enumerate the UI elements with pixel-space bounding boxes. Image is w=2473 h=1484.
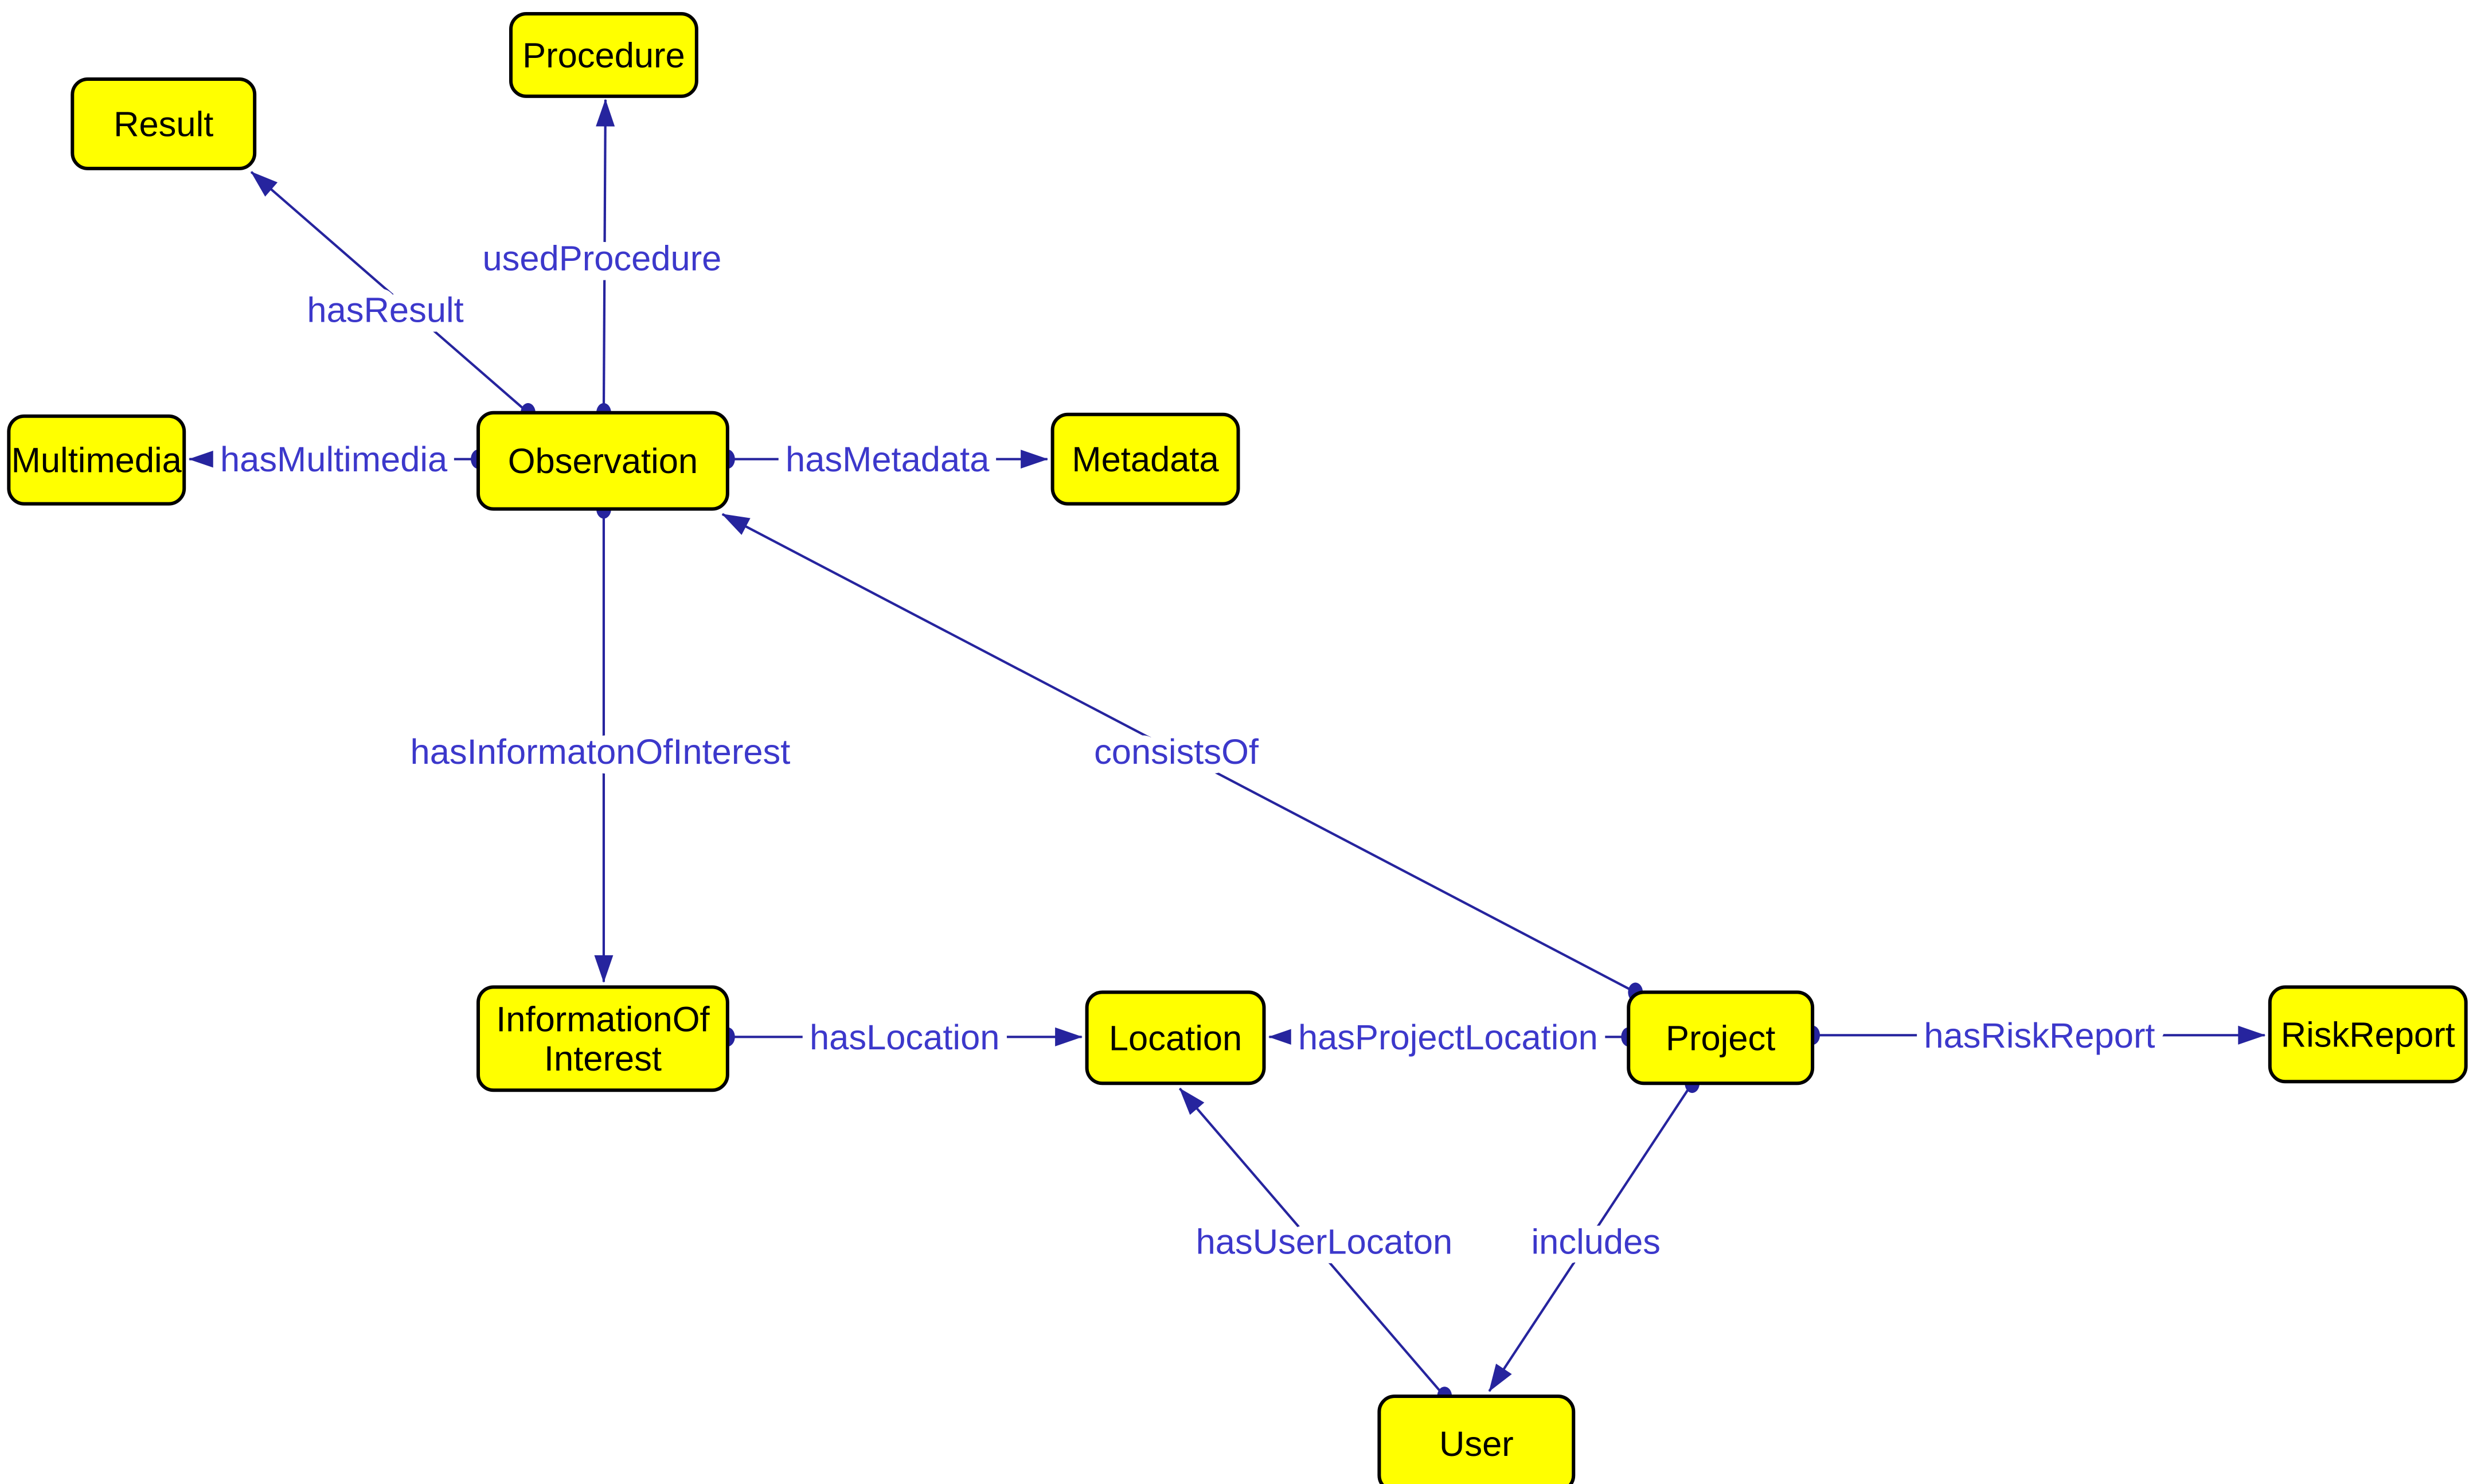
edge-label-has-informaton-of-interest: hasInformatonOfInterest [411,732,791,772]
node-procedure: Procedure [509,11,698,98]
node-observation: Observation [476,411,729,511]
edge-has-metadata: hasMetadata [720,431,1049,489]
edge-label-used-procedure: usedProcedure [482,239,721,278]
node-label-risk-report: RiskReport [2281,1015,2455,1055]
node-box-metadata [1050,412,1240,506]
node-risk-report: RiskReport [2268,985,2468,1084]
node-box-multimedia [7,414,186,506]
node-box-information-of-interest [476,985,729,1092]
node-label-location: Location [1109,1018,1242,1058]
edge-has-result: hasResult [250,171,536,423]
node-label-procedure: Procedure [522,36,685,75]
edge-has-multimedia: hasMultimedia [188,431,486,489]
edge-label-has-risk-report: hasRiskReport [1924,1016,2155,1056]
edge-line-used-procedure [596,99,615,413]
node-metadata: Metadata [1050,412,1240,506]
node-box-location [1085,990,1266,1085]
node-label-multimedia: Multimedia [11,441,182,481]
node-label-observation: Observation [508,442,698,481]
edge-label-consists-of: consistsOf [1094,732,1259,772]
edge-includes: includes [1488,1073,1700,1392]
node-box-result [71,77,257,170]
edge-consists-of: consistsOf [721,513,1643,1002]
edge-has-user-locaton: hasUserLocaton [1178,1087,1462,1406]
edge-label-has-user-locaton: hasUserLocaton [1196,1223,1453,1262]
edge-line-has-result [250,171,529,414]
node-box-project [1627,990,1815,1085]
edge-label-has-metadata: hasMetadata [786,440,990,479]
node-location: Location [1085,990,1266,1085]
edge-label-has-location: hasLocation [810,1018,1000,1057]
edge-label-has-multimedia: hasMultimedia [220,440,448,479]
node-label-result: Result [114,104,213,144]
edge-line-has-user-locaton [1178,1087,1445,1397]
edge-line-includes [1488,1083,1693,1392]
node-result: Result [71,77,257,170]
node-box-user [1377,1395,1576,1484]
edge-label-has-result: hasResult [307,290,463,330]
edge-used-procedure: usedProcedure [473,99,731,423]
node-label-user: User [1439,1424,1514,1464]
edge-label-includes: includes [1531,1223,1661,1262]
node-label-metadata: Metadata [1072,440,1219,479]
edge-label-has-project-location: hasProjectLocation [1298,1018,1598,1057]
node-project: Project [1627,990,1815,1085]
edge-has-risk-report: hasRiskReport [1805,1006,2266,1065]
node-multimedia: Multimedia [7,414,186,506]
node-label-project: Project [1666,1018,1775,1058]
edge-line-consists-of [721,513,1636,994]
node-box-risk-report [2268,985,2468,1084]
edge-has-location: hasLocation [720,1008,1083,1067]
edge-has-project-location: hasProjectLocation [1268,1008,1636,1067]
edge-has-informaton-of-interest: hasInformatonOfInterest [401,499,800,983]
node-user: User [1377,1395,1576,1484]
node-box-procedure [509,11,698,98]
node-box-observation [476,411,729,511]
